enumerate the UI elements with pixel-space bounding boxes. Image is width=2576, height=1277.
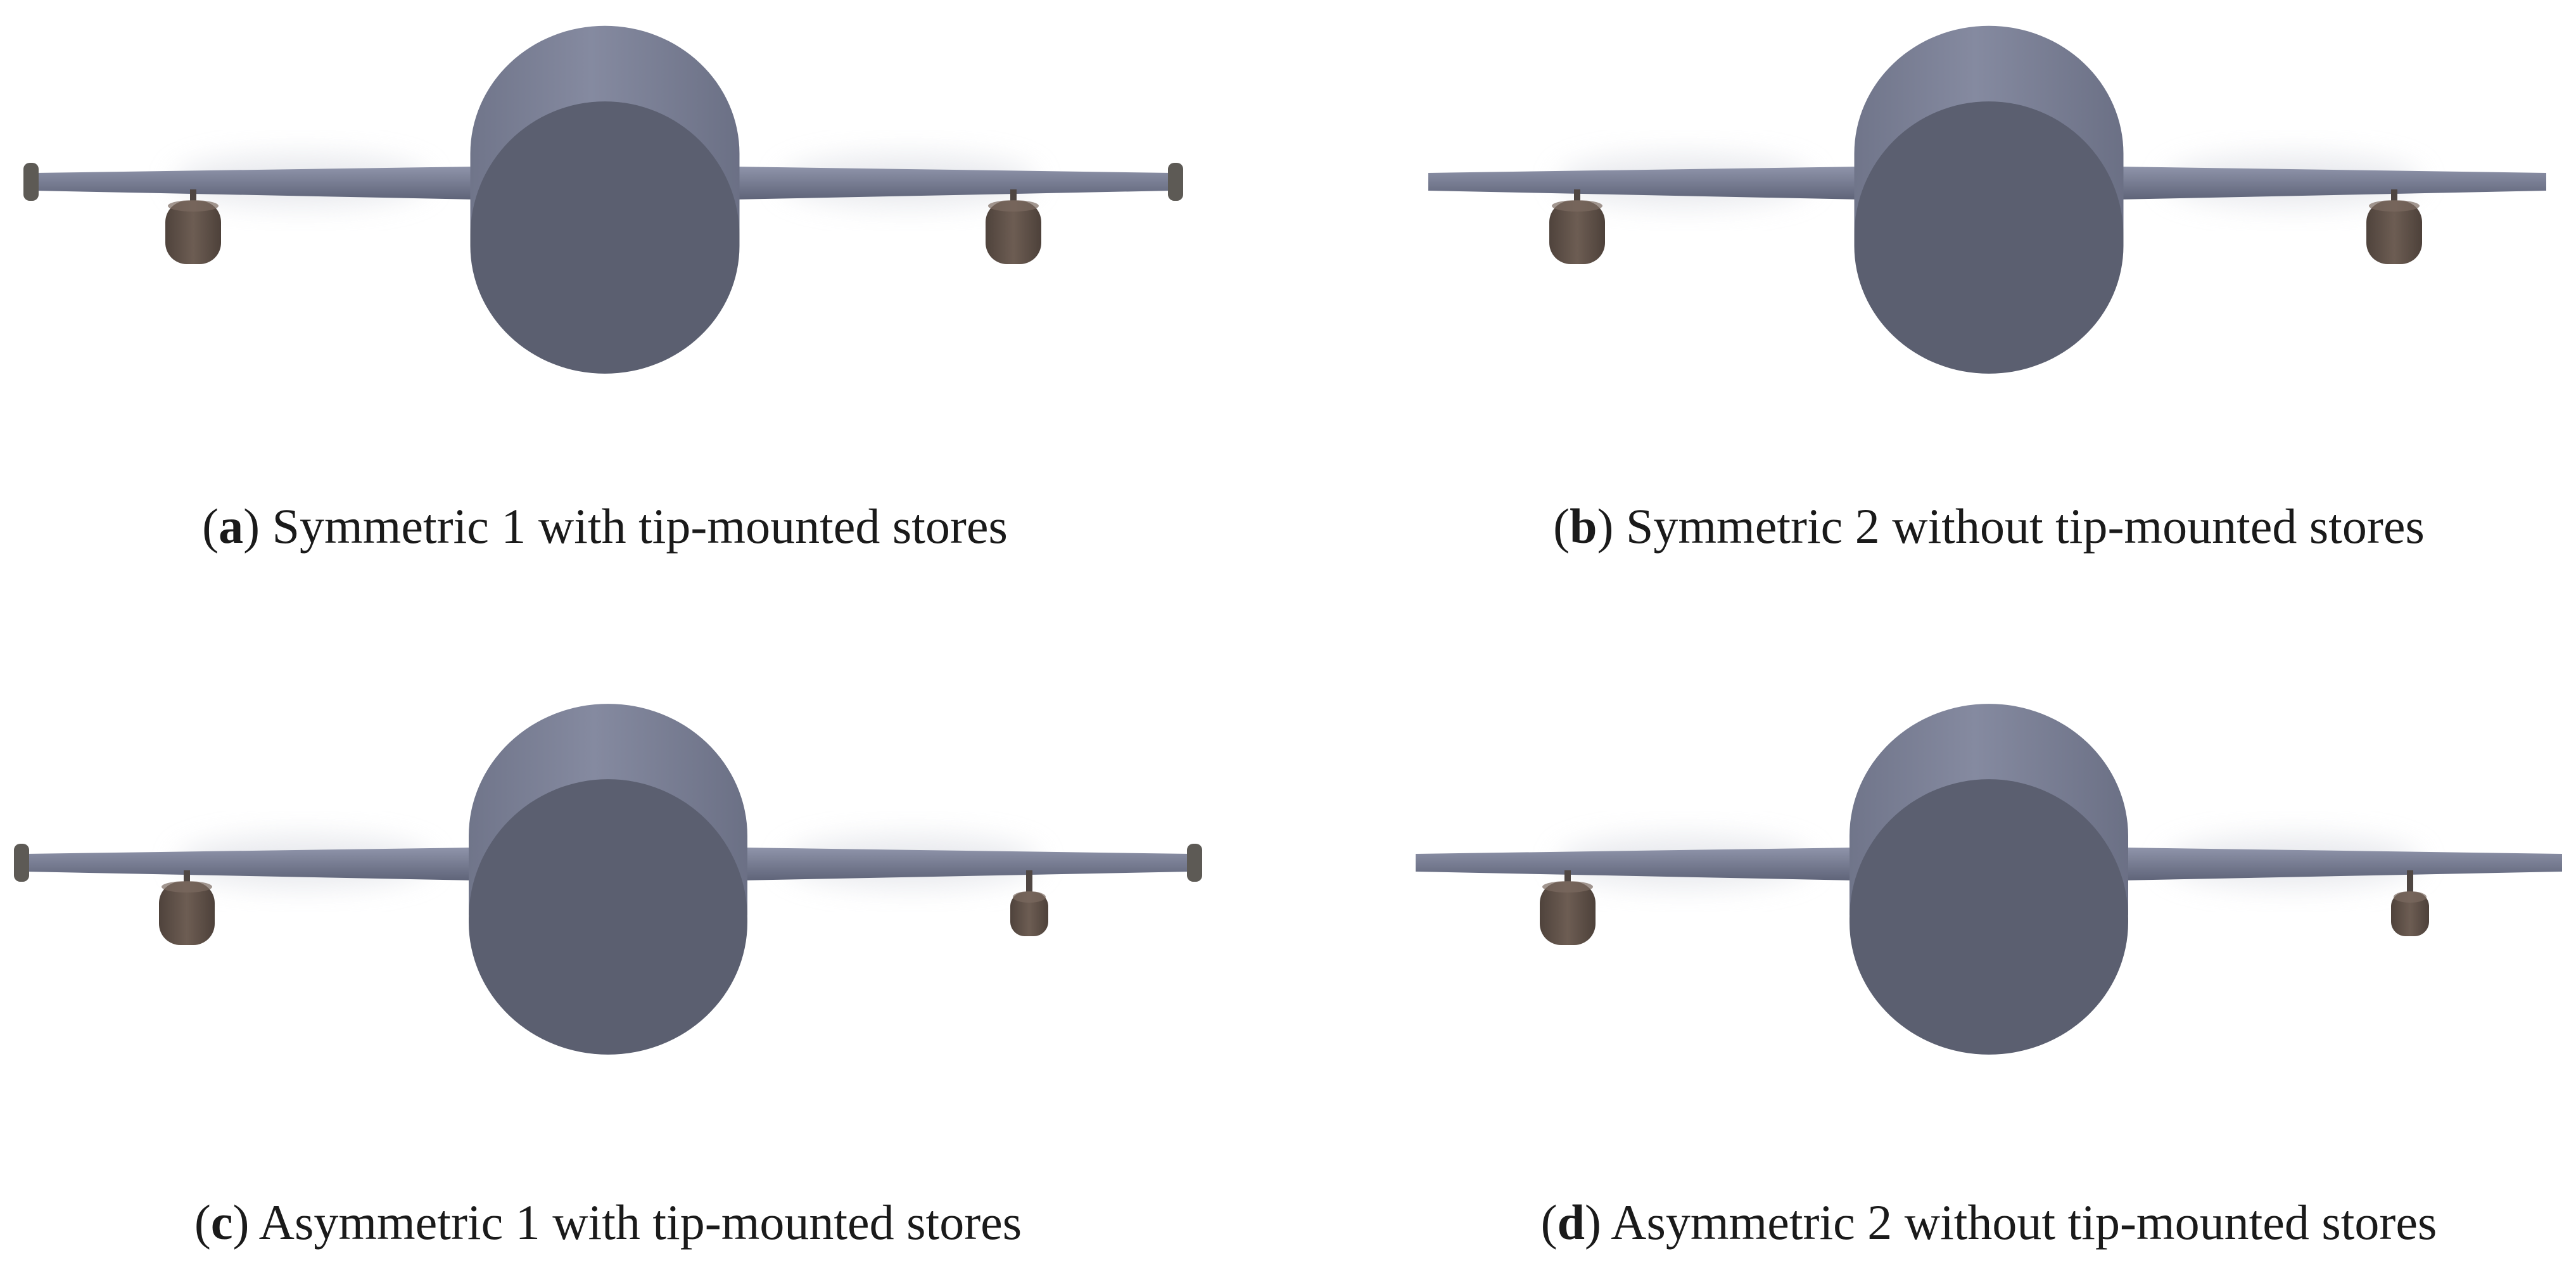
left-wing	[35, 167, 477, 200]
aircraft-illustration-d	[1416, 704, 2562, 1055]
right-engine-pylon	[2391, 189, 2397, 203]
aircraft-illustration-b	[1428, 25, 2546, 374]
fuselage-front	[1850, 779, 2128, 1055]
left-engine-pylon	[1574, 189, 1580, 203]
right-wing	[741, 848, 1191, 880]
panel-c: (c) Asymmetric 1 with tip-mounted stores	[0, 681, 1288, 1277]
left-tip-store	[14, 844, 29, 882]
left-engine-pylon	[190, 189, 196, 203]
caption-a: (a) Symmetric 1 with tip-mounted stores	[202, 499, 1008, 554]
panel-d: (d) Asymmetric 2 without tip-mounted sto…	[1381, 681, 2576, 1277]
left-engine	[165, 201, 221, 264]
caption-b: (b) Symmetric 2 without tip-mounted stor…	[1553, 499, 2425, 554]
left-wing	[1428, 167, 1861, 200]
left-engine-pylon	[1564, 870, 1571, 884]
left-wing	[1416, 848, 1856, 880]
panel-b: (b) Symmetric 2 without tip-mounted stor…	[1381, 0, 2576, 638]
left-engine-pylon	[184, 870, 190, 884]
right-engine	[2366, 201, 2422, 264]
left-engine	[1540, 882, 1596, 945]
right-wing	[2122, 848, 2562, 880]
right-tip-store	[1187, 844, 1202, 882]
right-engine	[1010, 892, 1048, 936]
panel-a: (a) Symmetric 1 with tip-mounted stores	[0, 0, 1288, 638]
right-engine	[2391, 892, 2429, 936]
right-tip-store	[1168, 163, 1183, 201]
left-engine	[159, 882, 215, 945]
left-engine	[1549, 201, 1605, 264]
left-wing	[25, 848, 475, 880]
aircraft-illustration-c	[14, 704, 1202, 1055]
right-wing	[733, 167, 1172, 200]
caption-d: (d) Asymmetric 2 without tip-mounted sto…	[1540, 1195, 2437, 1250]
right-engine-pylon	[1026, 870, 1032, 894]
right-engine-pylon	[2407, 870, 2413, 894]
fuselage-front	[470, 101, 740, 374]
right-wing	[2117, 167, 2546, 200]
aircraft-illustration-a	[23, 25, 1183, 374]
fuselage-front	[1854, 101, 2124, 374]
right-engine-pylon	[1010, 189, 1017, 203]
caption-c: (c) Asymmetric 1 with tip-mounted stores	[194, 1195, 1022, 1250]
right-engine	[986, 201, 1041, 264]
fuselage-front	[469, 779, 747, 1055]
left-tip-store	[23, 163, 39, 201]
